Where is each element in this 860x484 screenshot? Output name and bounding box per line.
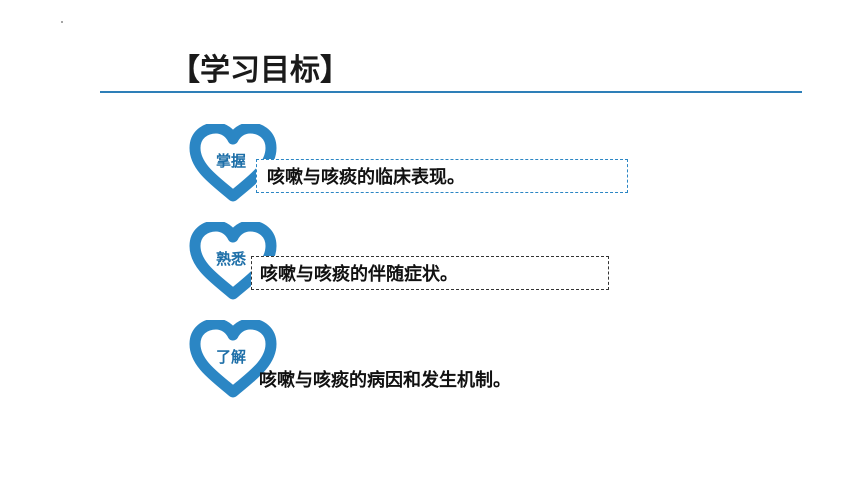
goal-text-box: 咳嗽与咳痰的病因和发生机制。 <box>251 366 611 400</box>
goal-item-familiar: 熟悉 咳嗽与咳痰的伴随症状。 <box>0 222 860 312</box>
goal-text-box: 咳嗽与咳痰的伴随症状。 <box>251 256 609 290</box>
goal-level-label: 掌握 <box>216 152 247 170</box>
goal-text: 咳嗽与咳痰的病因和发生机制。 <box>259 370 511 391</box>
heart-icon <box>187 124 279 202</box>
goal-level-label: 了解 <box>216 348 247 366</box>
stray-dot <box>61 21 63 23</box>
title-divider <box>100 91 802 93</box>
goal-level-label: 熟悉 <box>216 250 247 268</box>
heart-icon <box>187 222 279 300</box>
goal-text: 咳嗽与咳痰的临床表现。 <box>267 167 465 188</box>
slide-title: 【学习目标】 <box>170 53 350 88</box>
heart-icon <box>187 320 279 398</box>
goal-text: 咳嗽与咳痰的伴随症状。 <box>260 264 458 285</box>
goal-item-mastery: 掌握 咳嗽与咳痰的临床表现。 <box>0 124 860 214</box>
goal-item-understand: 了解 咳嗽与咳痰的病因和发生机制。 <box>0 320 860 410</box>
goal-text-box: 咳嗽与咳痰的临床表现。 <box>256 159 628 193</box>
